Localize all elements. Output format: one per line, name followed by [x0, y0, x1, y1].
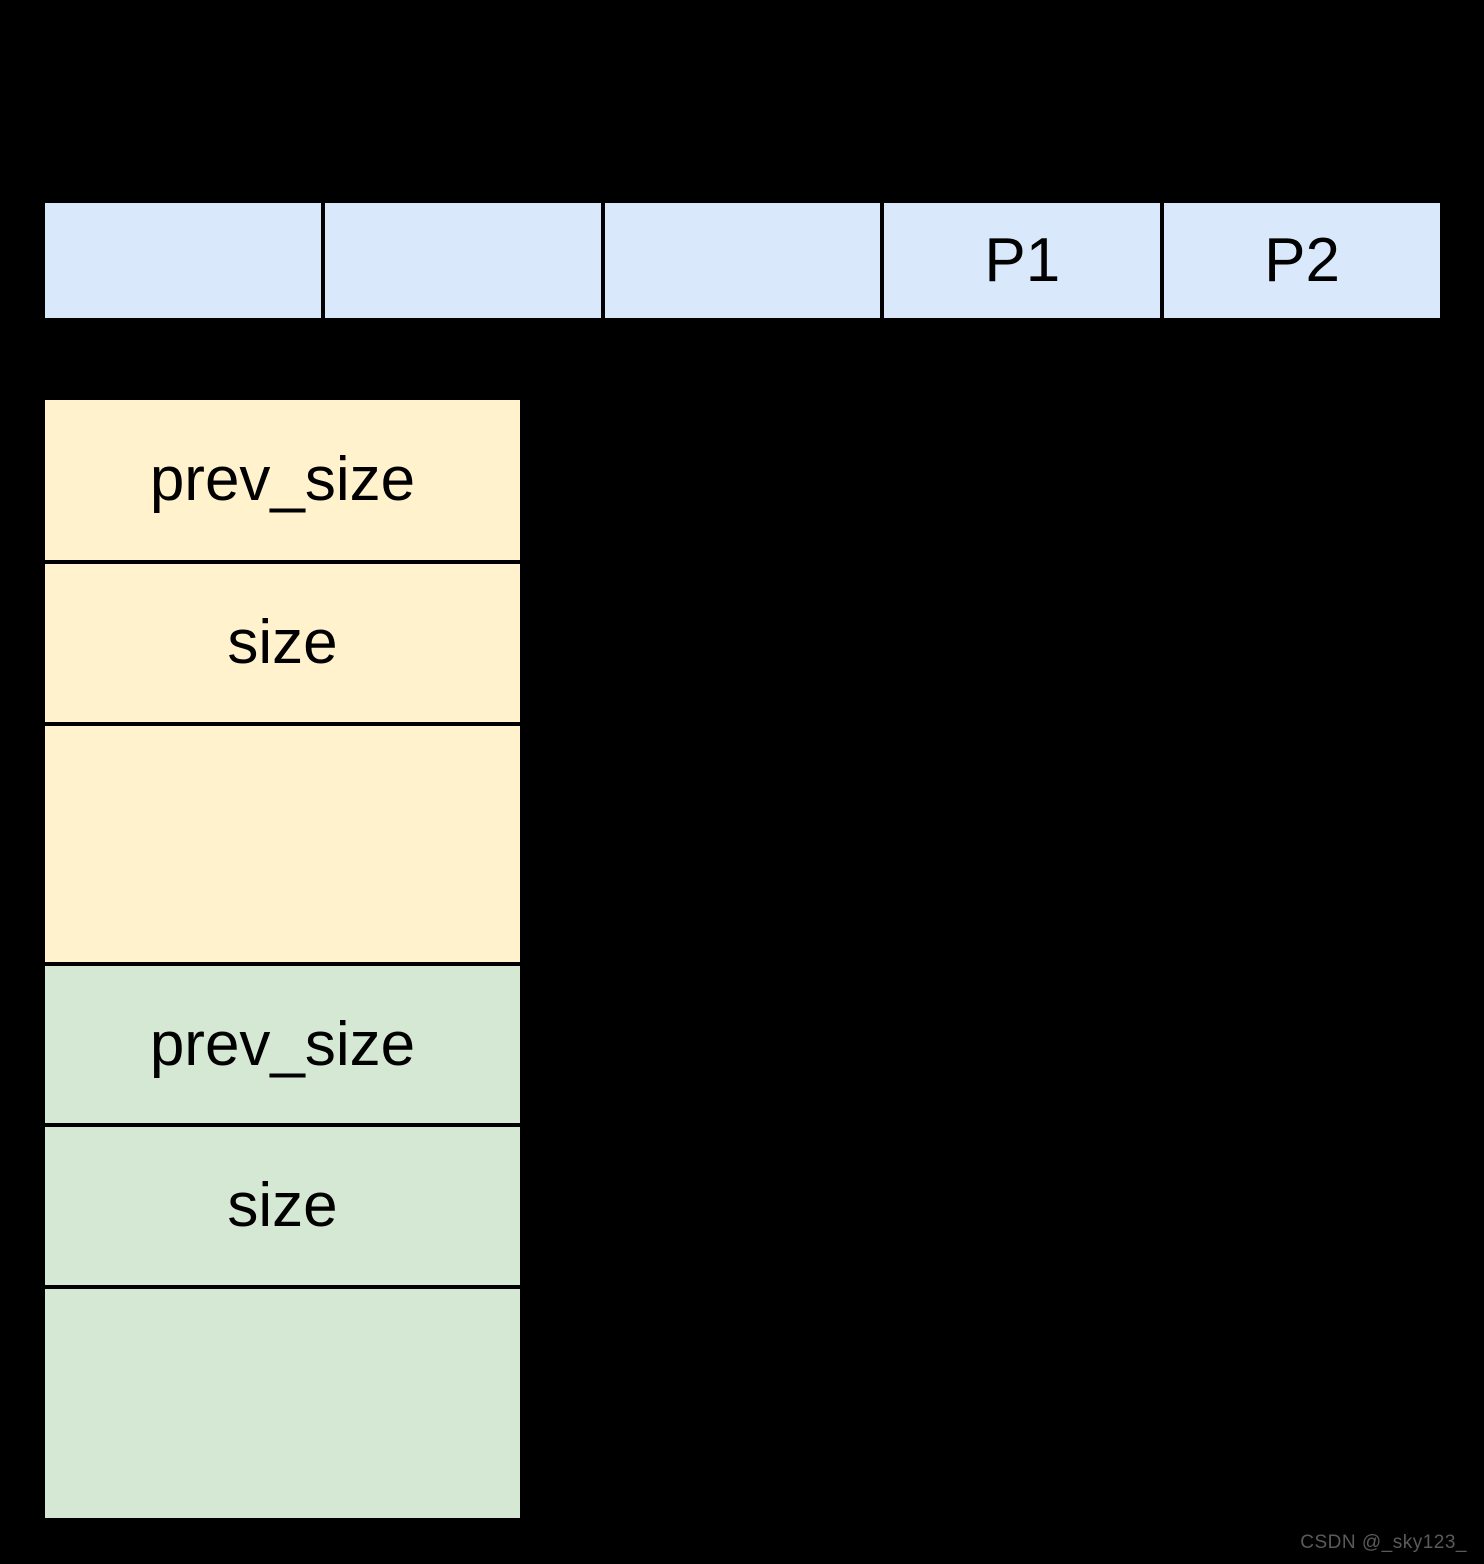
watermark: CSDN @_sky123_	[1300, 1532, 1467, 1553]
row-cell-p1: P1	[884, 203, 1165, 318]
row-cell-1	[45, 203, 325, 318]
chunk2-prev-size-cell: prev_size	[45, 962, 520, 1123]
row-cell-p2: P2	[1164, 203, 1440, 318]
chunk1-data-cell	[45, 722, 520, 962]
chunk2-size-cell: size	[45, 1123, 520, 1285]
chunk-detail-column: prev_size size prev_size size	[45, 400, 520, 1518]
row-cell-2	[324, 203, 605, 318]
chunk1-prev-size-cell: prev_size	[45, 400, 520, 560]
chunk2-block: prev_size size	[45, 962, 520, 1518]
allocated-chunks-row: P1 P2	[45, 203, 1440, 318]
chunk1-size-cell: size	[45, 560, 520, 722]
chunk2-data-cell	[45, 1285, 520, 1518]
chunk1-block: prev_size size	[45, 400, 520, 962]
row-cell-3	[604, 203, 885, 318]
